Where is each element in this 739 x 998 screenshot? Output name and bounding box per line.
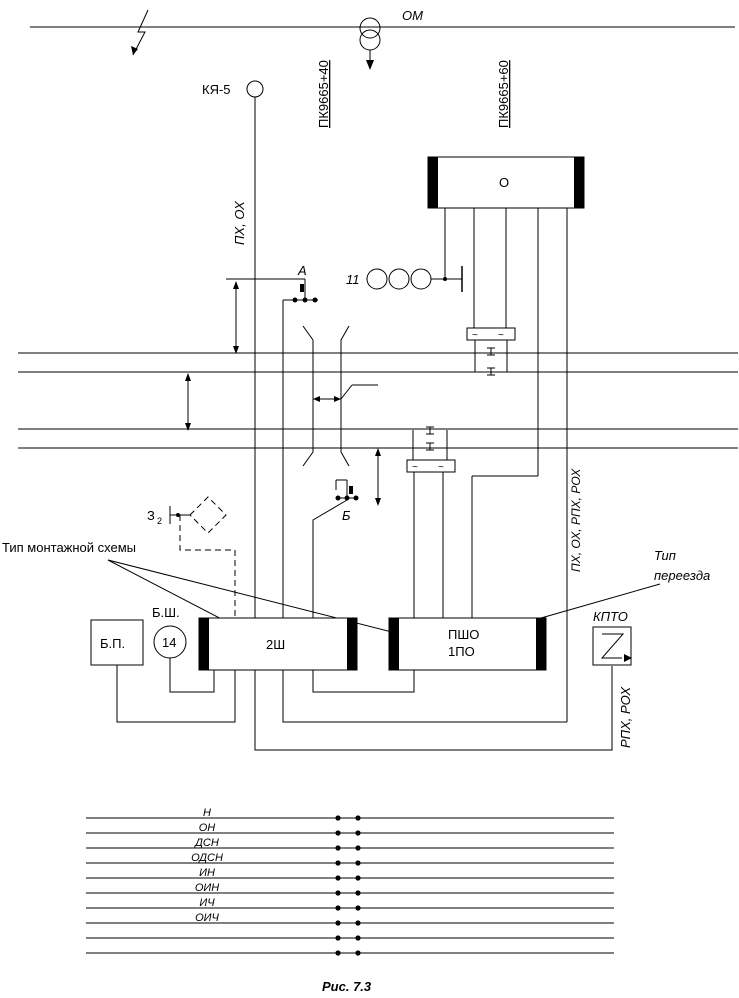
bus-junction-dot bbox=[335, 890, 341, 896]
svg-text:~: ~ bbox=[438, 462, 444, 473]
bus-junction-dot bbox=[335, 950, 341, 956]
relay-o-label: О bbox=[499, 175, 509, 190]
px-ox-rpx-rox-label: ПХ, ОХ, РПХ, РОХ bbox=[569, 468, 583, 572]
psho-label: ПШО bbox=[448, 627, 479, 642]
bus-junction-dot bbox=[335, 935, 341, 941]
filter-block-upper: ~ ~ bbox=[466, 327, 516, 376]
bus-junction-dot bbox=[335, 860, 341, 866]
bus-line-label: ОИЧ bbox=[195, 912, 219, 924]
po1-label: 1ПО bbox=[448, 644, 475, 659]
crossing-type-label-2: переезда bbox=[654, 568, 710, 583]
om-label: ОМ bbox=[402, 8, 423, 23]
bus-line-label: Н bbox=[203, 807, 211, 819]
bus-junction-dot bbox=[355, 830, 361, 836]
dimension-arrow-3 bbox=[375, 448, 381, 506]
power-line-om: ОМ bbox=[30, 8, 735, 70]
bus-junction-dot bbox=[355, 875, 361, 881]
bus-line-label: ИН bbox=[199, 867, 215, 879]
bus-line: Н bbox=[86, 807, 614, 821]
bus-junction-dot bbox=[335, 830, 341, 836]
cabinet-psho: ПШО 1ПО bbox=[388, 617, 547, 671]
kpto-device bbox=[592, 626, 632, 666]
cable-box-kya5 bbox=[246, 80, 264, 98]
power-unit-bp: Б.П. bbox=[90, 619, 144, 666]
bus-line bbox=[86, 950, 614, 956]
filter-block-lower: ~ ~ bbox=[406, 426, 456, 618]
relay-cabinet-o: О bbox=[427, 156, 585, 209]
railway-tracks bbox=[18, 352, 738, 449]
mount-scheme-label: Тип монтажной схемы bbox=[2, 540, 136, 555]
bus-junction-dot bbox=[355, 935, 361, 941]
dimension-arrow-1 bbox=[233, 281, 239, 354]
signal-a-label: А bbox=[297, 263, 307, 278]
kya5-label: КЯ-5 bbox=[202, 82, 231, 97]
svg-text:~: ~ bbox=[472, 330, 478, 341]
track-11-label: 11 bbox=[346, 272, 360, 287]
bus-line: ОДСН bbox=[86, 852, 614, 866]
kpto-label: КПТО bbox=[593, 609, 628, 624]
z2-subscript: 2 bbox=[157, 516, 162, 526]
bus-junction-dot bbox=[355, 905, 361, 911]
signal-a: А bbox=[226, 263, 318, 303]
figure-caption: Рис. 7.3 bbox=[322, 979, 372, 994]
bp-label: Б.П. bbox=[100, 636, 125, 651]
bus-line-label: ИЧ bbox=[199, 897, 215, 909]
cabinet-2sh-label: 2Ш bbox=[266, 637, 285, 652]
picket-label-1: ПК9665+40 bbox=[316, 60, 331, 128]
bus-line: ДСН bbox=[86, 837, 614, 851]
signal-b-label: Б bbox=[342, 508, 351, 523]
track-circuit-coil-11: 11 bbox=[346, 266, 463, 292]
cabinet-2sh: 2Ш bbox=[198, 617, 358, 671]
bus-junction-dot bbox=[335, 920, 341, 926]
bus-junction-dot bbox=[355, 920, 361, 926]
signal-b: Б bbox=[335, 479, 359, 523]
bus-junction-dot bbox=[335, 845, 341, 851]
transformer-icon bbox=[359, 17, 381, 70]
bus-line: ИН bbox=[86, 867, 614, 881]
bus-line: ИЧ bbox=[86, 897, 614, 911]
z2-label: З bbox=[147, 508, 155, 523]
bsh-label: Б.Ш. bbox=[152, 605, 180, 620]
picket-label-2: ПК9665+60 bbox=[496, 60, 511, 128]
bus-junction-dot bbox=[335, 815, 341, 821]
bus-junction-dot bbox=[355, 890, 361, 896]
svg-text:~: ~ bbox=[412, 462, 418, 473]
bus-line bbox=[86, 935, 614, 941]
bus-junction-dot bbox=[355, 950, 361, 956]
dimension-arrow-2 bbox=[185, 373, 191, 431]
bus-junction-dot bbox=[335, 875, 341, 881]
bus-line: ОИЧ bbox=[86, 912, 614, 926]
bus-line: ОИН bbox=[86, 882, 614, 896]
lightning-arrow-icon bbox=[132, 9, 149, 56]
bsh-number: 14 bbox=[162, 635, 176, 650]
svg-text:~: ~ bbox=[498, 330, 504, 341]
crossing-type-label-1: Тип bbox=[654, 548, 676, 563]
bus-junction-dot bbox=[355, 845, 361, 851]
road-crossing bbox=[302, 325, 378, 467]
bus-lines: Н ОН ДСН ОДСН ИН ОИН ИЧ ОИЧ bbox=[86, 807, 614, 956]
bus-line-label: ОДСН bbox=[191, 852, 223, 864]
bus-junction-dot bbox=[355, 860, 361, 866]
bus-junction-dot bbox=[335, 905, 341, 911]
bus-line-label: ОИН bbox=[195, 882, 219, 894]
rpx-rox-label: РПХ, РОХ bbox=[618, 686, 633, 748]
bus-junction-dot bbox=[355, 815, 361, 821]
bus-line-label: ДСН bbox=[193, 837, 219, 849]
bus-line-label: ОН bbox=[199, 822, 216, 834]
px-ox-label: ПХ, ОХ bbox=[232, 200, 247, 245]
bus-line: ОН bbox=[86, 822, 614, 836]
barrier-z2: З 2 bbox=[147, 496, 236, 618]
